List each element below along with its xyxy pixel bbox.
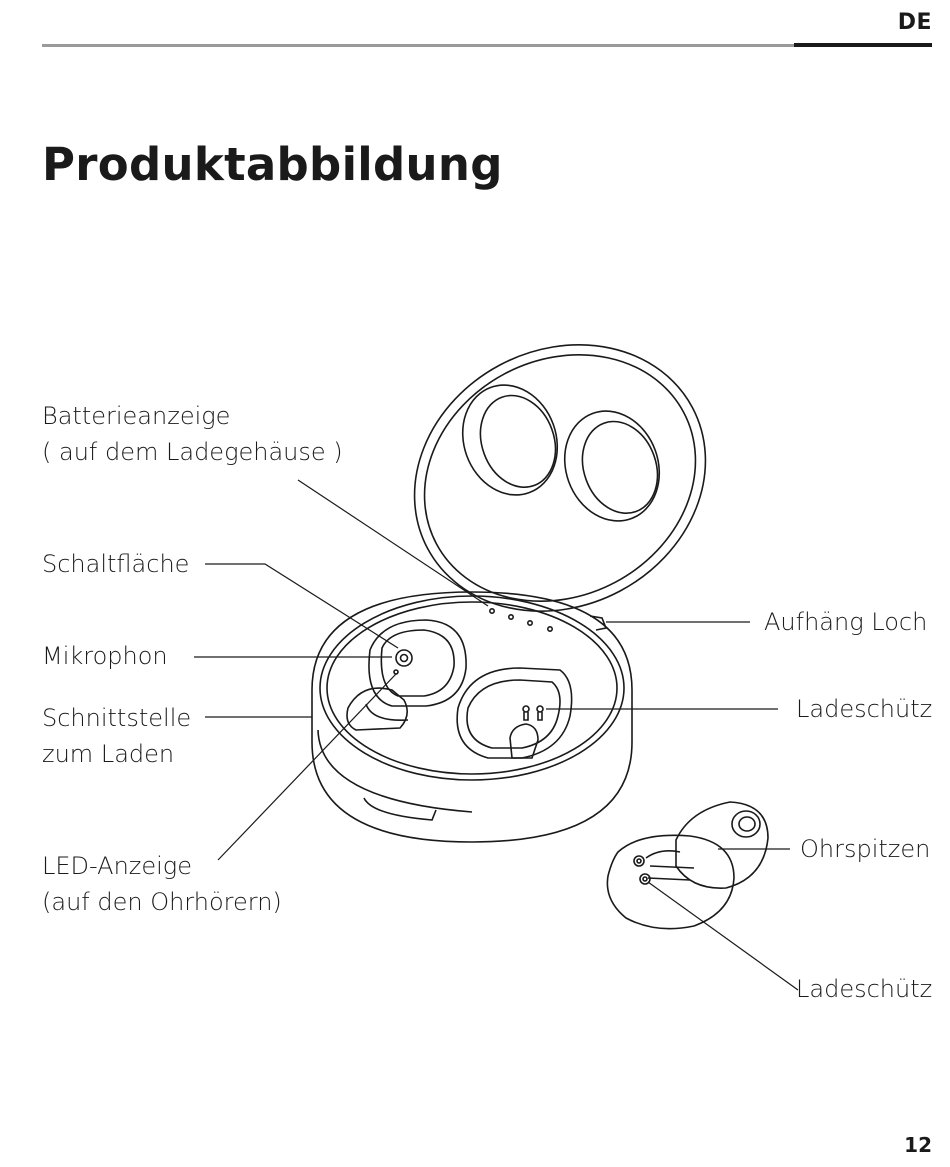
label-ear-tips: Ohrspitzen bbox=[800, 831, 930, 867]
label-microphone: Mikrophon bbox=[42, 638, 168, 674]
case-earbud-right bbox=[457, 668, 571, 758]
label-battery-indicator: Batterieanzeige ( auf dem Ladegehäuse ) bbox=[42, 398, 343, 470]
page-number: 12 bbox=[904, 1133, 932, 1157]
label-charging-interface: Schnittstelle zum Laden bbox=[42, 700, 191, 772]
label-led-indicator: LED-Anzeige (auf den Ohrhörern) bbox=[42, 848, 282, 920]
lid-well-right bbox=[550, 398, 675, 535]
label-hang-hole: Aufhäng Loch bbox=[764, 604, 927, 640]
label-charge-contact-bud: Ladeschütz bbox=[796, 971, 932, 1007]
case-earbud-left bbox=[347, 620, 466, 730]
lid-well-left bbox=[448, 372, 573, 509]
label-button: Schaltfläche bbox=[42, 546, 189, 582]
loose-earbud bbox=[607, 802, 768, 929]
case-base bbox=[312, 592, 632, 842]
label-charge-contact-case: Ladeschütz bbox=[796, 691, 932, 727]
